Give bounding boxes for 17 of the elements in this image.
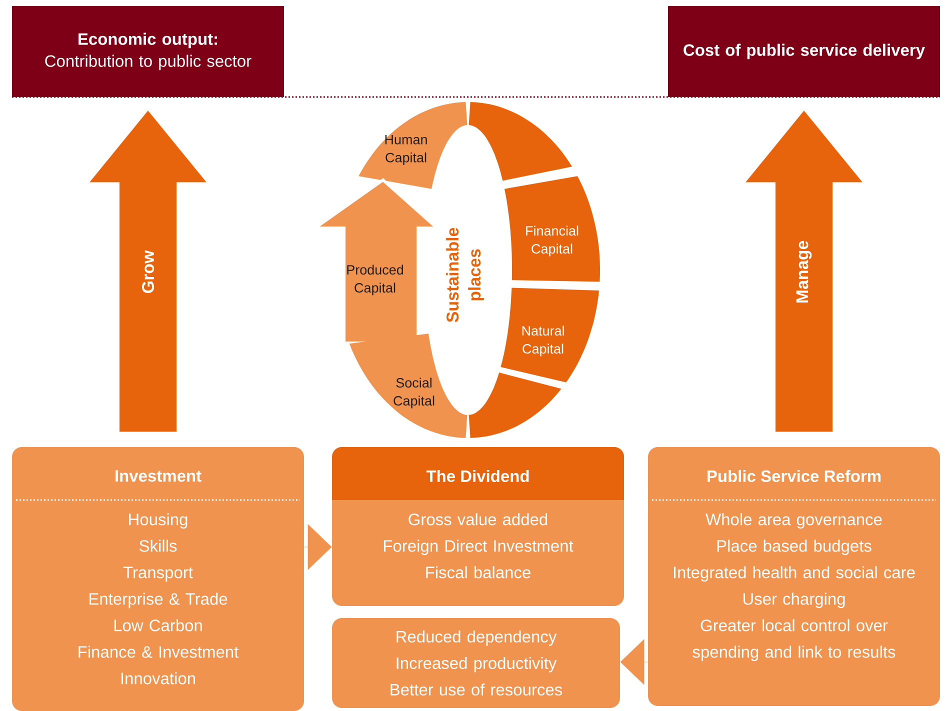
ring-segment: Human Capital xyxy=(358,102,468,189)
edge-label: Manage xyxy=(795,239,813,305)
ring-label: Sustainable places xyxy=(446,228,484,322)
ring-segment: Social Capital xyxy=(349,334,468,438)
title-box: Cost of public service delivery xyxy=(668,6,940,97)
ring-segment xyxy=(468,102,572,181)
title-box: Economic output: Contribution to public sector xyxy=(12,6,284,97)
ring-segment: Natural Capital xyxy=(500,288,599,382)
callout-pointer xyxy=(620,639,649,685)
ring-segment: Financial Capital xyxy=(504,176,600,282)
edge-label: Grow xyxy=(140,249,156,295)
content-box: Public Service Reform Whole area governance Place based budgets Integrated health and social care User charging Greater local control over spending and link to results xyxy=(648,447,940,706)
content-box: The Dividend Gross value added Foreign Direct Investment Fiscal balance xyxy=(332,447,624,606)
callout-pointer xyxy=(303,524,332,570)
content-box: Investment Housing Skills Transport Enterprise & Trade Low Carbon Finance & Investment Innovation xyxy=(12,447,304,711)
ring-segment xyxy=(468,372,562,438)
node-label: Social Capital xyxy=(394,378,434,408)
